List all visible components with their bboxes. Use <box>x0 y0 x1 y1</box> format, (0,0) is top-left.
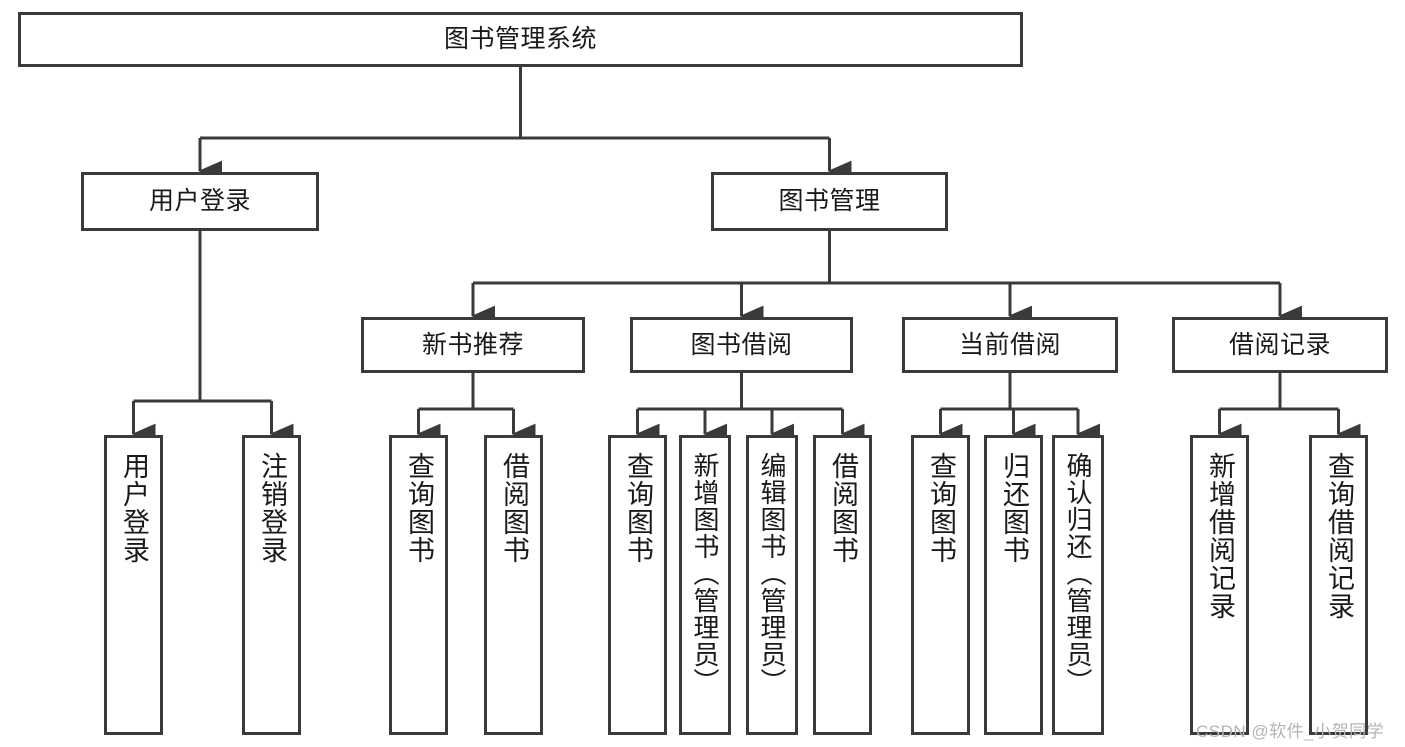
node-leaf-borrow-book-recommend[interactable]: 借阅图书 <box>484 435 543 735</box>
node-label-book-borrow: 图书借阅 <box>690 330 793 359</box>
node-label-current-borrow: 当前借阅 <box>958 330 1061 359</box>
node-label-leaf-borrow-book-recommend: 借阅图书 <box>499 452 529 564</box>
node-label-leaf-logout: 注销登录 <box>257 452 287 564</box>
edge-group <box>131 67 1361 445</box>
node-label-book-management: 图书管理 <box>778 187 881 216</box>
node-label-leaf-return-book: 归还图书 <box>999 452 1029 564</box>
node-leaf-query-book-borrow[interactable]: 查询图书 <box>608 435 667 735</box>
node-label-new-book-recommend: 新书推荐 <box>421 330 524 359</box>
node-borrow-record[interactable]: 借阅记录 <box>1172 317 1388 373</box>
node-label-root: 图书管理系统 <box>443 25 597 54</box>
node-root[interactable]: 图书管理系统 <box>18 12 1023 67</box>
watermark-csdn: CSDN @软件_小贺同学 <box>1196 722 1385 741</box>
node-leaf-add-borrow-record[interactable]: 新增借阅记录 <box>1190 435 1249 735</box>
node-label-leaf-query-book-borrow: 查询图书 <box>623 452 653 564</box>
node-label-leaf-query-book-current: 查询图书 <box>926 452 956 564</box>
node-leaf-query-book-current[interactable]: 查询图书 <box>911 435 970 735</box>
node-label-leaf-add-borrow-record: 新增借阅记录 <box>1205 452 1235 620</box>
node-leaf-confirm-return-admin[interactable]: 确认归还（管理员） <box>1052 435 1104 735</box>
node-leaf-user-login[interactable]: 用户登录 <box>104 435 163 735</box>
node-leaf-add-book-admin[interactable]: 新增图书（管理员） <box>679 435 731 735</box>
node-leaf-query-book-recommend[interactable]: 查询图书 <box>389 435 448 735</box>
node-leaf-logout[interactable]: 注销登录 <box>242 435 301 735</box>
node-user-login[interactable]: 用户登录 <box>81 172 319 231</box>
node-leaf-edit-book-admin[interactable]: 编辑图书（管理员） <box>746 435 798 735</box>
node-label-leaf-borrow-book: 借阅图书 <box>828 452 858 564</box>
node-current-borrow[interactable]: 当前借阅 <box>902 317 1118 373</box>
node-label-leaf-query-book-recommend: 查询图书 <box>404 452 434 564</box>
node-book-management[interactable]: 图书管理 <box>711 172 948 231</box>
node-new-book-recommend[interactable]: 新书推荐 <box>361 317 585 373</box>
node-label-leaf-query-borrow-record: 查询借阅记录 <box>1324 452 1354 620</box>
node-label-leaf-add-book-admin: 新增图书（管理员） <box>690 452 720 695</box>
node-book-borrow[interactable]: 图书借阅 <box>630 317 853 373</box>
node-leaf-return-book[interactable]: 归还图书 <box>984 435 1043 735</box>
node-label-user-login: 用户登录 <box>148 187 251 216</box>
node-label-borrow-record: 借阅记录 <box>1228 330 1331 359</box>
node-leaf-query-borrow-record[interactable]: 查询借阅记录 <box>1309 435 1368 735</box>
node-label-leaf-edit-book-admin: 编辑图书（管理员） <box>757 452 787 695</box>
node-leaf-borrow-book[interactable]: 借阅图书 <box>813 435 872 735</box>
node-label-leaf-user-login: 用户登录 <box>119 452 149 564</box>
node-label-leaf-confirm-return-admin: 确认归还（管理员） <box>1063 452 1093 695</box>
